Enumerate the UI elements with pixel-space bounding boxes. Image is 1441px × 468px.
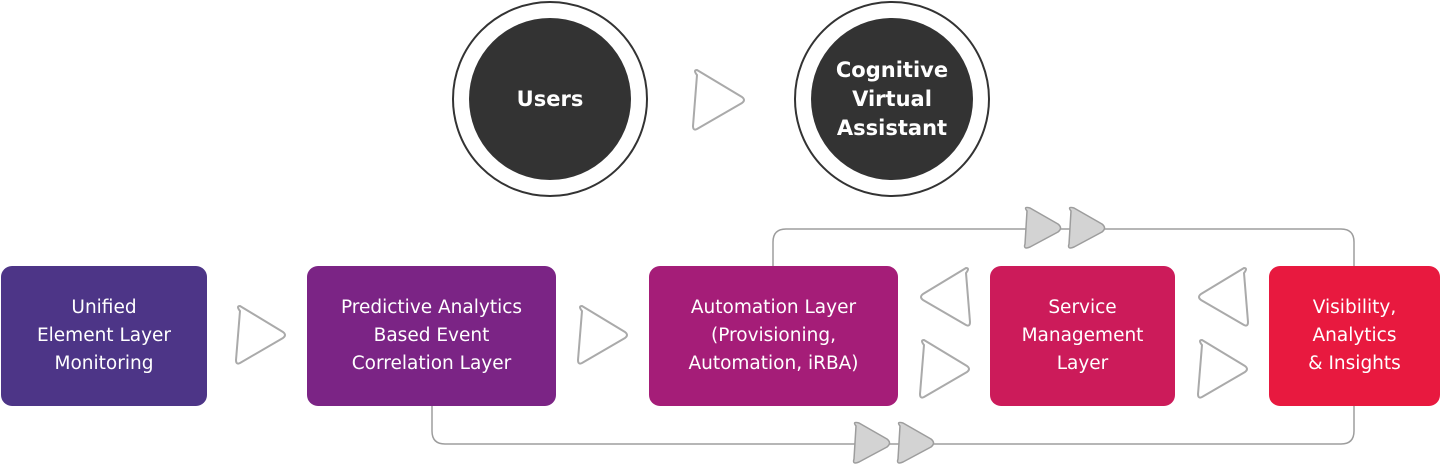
bottom-connector-arrow-icon-2: [896, 421, 935, 464]
unified-element-layer-monitoring-box: Unified Element Layer Monitoring: [1, 266, 207, 406]
users-to-assistant-arrow-icon: [692, 69, 745, 131]
predictive-analytics-correlation-layer-box: Predictive Analytics Based Event Correla…: [307, 266, 556, 406]
visibility-analytics-insights-box: Visibility, Analytics & Insights: [1269, 266, 1440, 406]
users-circle: [469, 18, 631, 180]
cognitive-virtual-assistant-label: Cognitive Virtual Assistant: [835, 57, 949, 140]
service-to-visibility-arrow-icon: [1197, 339, 1248, 399]
visibility-to-service-arrow-icon: [1198, 267, 1249, 327]
service-management-layer-box: Service Management Layer: [990, 266, 1175, 406]
bottom-connector: [431, 406, 1355, 445]
assistant-circle: [811, 18, 973, 180]
top-connector-arrow-icon-1: [1023, 206, 1062, 249]
automation-layer-box: Automation Layer (Provisioning, Automati…: [649, 266, 898, 406]
service-to-automation-arrow-icon: [920, 267, 971, 327]
predictive-to-automation-arrow-icon: [577, 305, 628, 365]
users-label: Users: [516, 86, 584, 111]
top-connector-arrow-icon-2: [1067, 206, 1106, 249]
top-feedback-connector: [772, 228, 1355, 266]
bottom-connector-arrow-icon-1: [852, 421, 891, 464]
unified-to-predictive-arrow-icon: [235, 305, 286, 365]
automation-to-service-arrow-icon: [919, 339, 970, 399]
